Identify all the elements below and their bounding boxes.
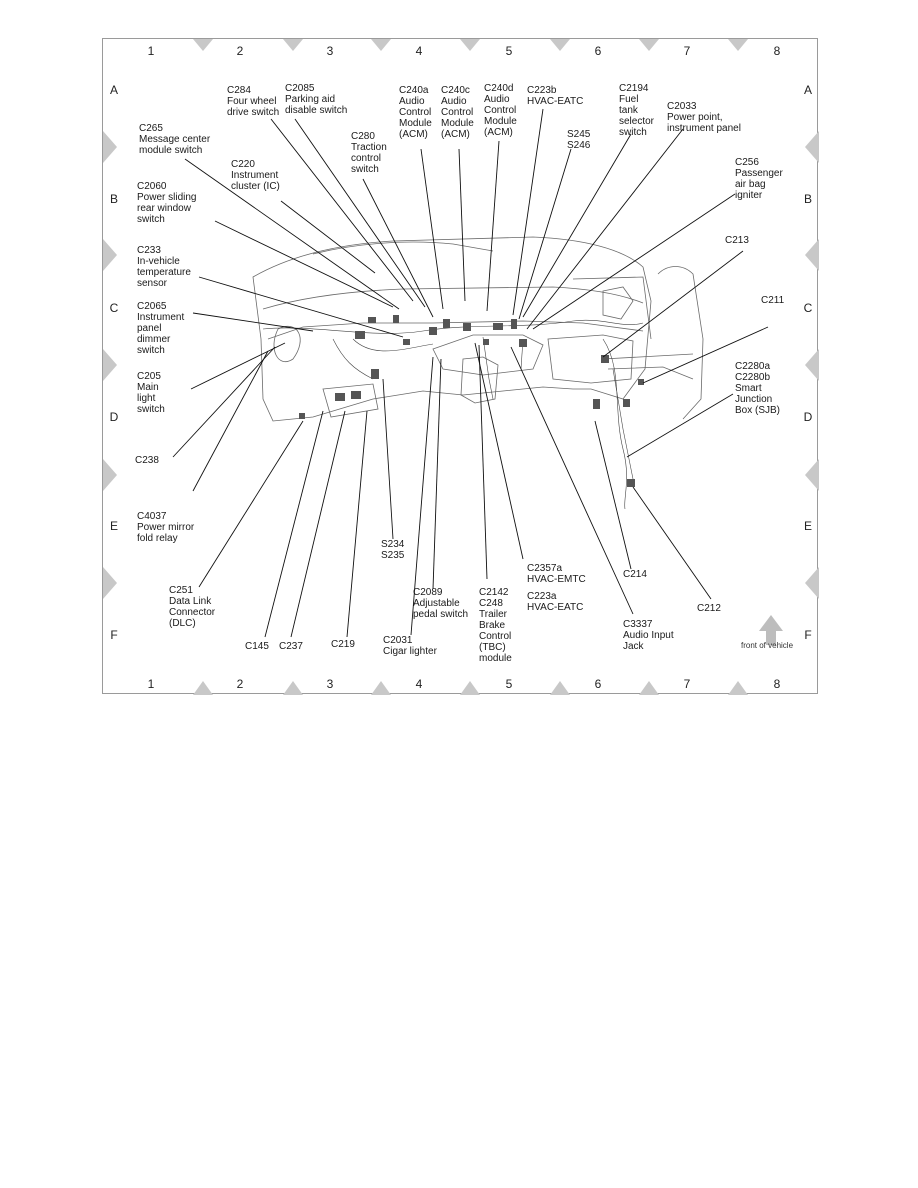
label-c2142: C2142 C248 Trailer Brake Control (TBC) m… [479, 587, 512, 664]
col-label-bottom-3: 3 [326, 677, 334, 691]
row-label-left-e: E [109, 519, 118, 533]
label-c2194: C2194 Fuel tank selector switch [619, 83, 655, 138]
col-label-top-5: 5 [505, 44, 513, 58]
label-c240d: C240d Audio Control Module (ACM) [484, 83, 517, 138]
label-c240c: C240c Audio Control Module (ACM) [441, 85, 474, 140]
label-c240a: C240a Audio Control Module (ACM) [399, 85, 432, 140]
label-c2280: C2280a C2280b Smart Junction Box (SJB) [735, 361, 781, 416]
label-c2085: C2085 Parking aid disable switch [285, 83, 348, 116]
label-c256: C256 Passenger air bag igniter [735, 157, 783, 201]
label-c223b: C223b HVAC-EATC [527, 85, 584, 107]
label-c2357a: C2357a HVAC-EMTC [527, 563, 586, 585]
label-c220: C220 Instrument cluster (IC) [231, 159, 280, 192]
col-label-top-2: 2 [236, 44, 244, 58]
label-c223a: C223a HVAC-EATC [527, 591, 584, 613]
label-c2031: C2031 Cigar lighter [383, 635, 437, 657]
col-label-top-6: 6 [594, 44, 602, 58]
wiring-diagram: 1 2 3 4 5 6 7 8 1 2 3 4 5 6 7 8 A B C D … [102, 38, 819, 695]
label-c205: C205 Main light switch [137, 371, 165, 415]
label-c233: C233 In-vehicle temperature sensor [137, 245, 191, 289]
row-label-right-f: F [804, 628, 812, 642]
label-c2060: C2060 Power sliding rear window switch [137, 181, 197, 225]
front-of-vehicle-label: front of vehicle [741, 641, 794, 650]
col-label-bottom-6: 6 [594, 677, 602, 691]
col-label-bottom-8: 8 [773, 677, 781, 691]
label-c265: C265 Message center module switch [139, 123, 211, 156]
label-c238: C238 [135, 455, 159, 466]
label-c214: C214 [623, 569, 647, 580]
label-c280: C280 Traction control switch [351, 131, 387, 175]
row-label-right-c: C [803, 301, 813, 315]
label-c213: C213 [725, 235, 749, 246]
row-label-left-d: D [109, 410, 119, 424]
col-label-top-1: 1 [147, 44, 155, 58]
row-label-left-c: C [109, 301, 119, 315]
row-label-left-f: F [110, 628, 118, 642]
label-c237: C237 [279, 641, 303, 652]
label-c4037: C4037 Power mirror fold relay [137, 511, 195, 544]
label-s234: S234 S235 [381, 539, 405, 561]
label-c219: C219 [331, 639, 355, 650]
label-c145: C145 [245, 641, 269, 652]
col-label-top-8: 8 [773, 44, 781, 58]
label-c2033: C2033 Power point, instrument panel [667, 101, 741, 134]
row-label-right-e: E [803, 519, 812, 533]
col-label-bottom-4: 4 [415, 677, 423, 691]
front-arrow-icon [759, 615, 783, 645]
col-label-bottom-7: 7 [683, 677, 691, 691]
label-s245: S245 S246 [567, 129, 591, 151]
label-c2089: C2089 Adjustable pedal switch [413, 587, 469, 620]
instrument-panel-drawing [103, 39, 819, 695]
col-label-top-3: 3 [326, 44, 334, 58]
label-c211: C211 [761, 295, 785, 306]
row-label-right-b: B [803, 192, 812, 206]
row-label-left-b: B [109, 192, 118, 206]
col-label-bottom-5: 5 [505, 677, 513, 691]
row-label-left-a: A [109, 83, 118, 97]
row-label-right-a: A [803, 83, 812, 97]
label-c2065: C2065 Instrument panel dimmer switch [137, 301, 185, 356]
col-label-bottom-1: 1 [147, 677, 155, 691]
col-label-top-4: 4 [415, 44, 423, 58]
label-c251: C251 Data Link Connector (DLC) [169, 585, 216, 629]
col-label-top-7: 7 [683, 44, 691, 58]
row-label-right-d: D [803, 410, 813, 424]
label-c284: C284 Four wheel drive switch [227, 85, 280, 118]
label-c212: C212 [697, 603, 721, 614]
label-c3337: C3337 Audio Input Jack [623, 619, 674, 652]
col-label-bottom-2: 2 [236, 677, 244, 691]
